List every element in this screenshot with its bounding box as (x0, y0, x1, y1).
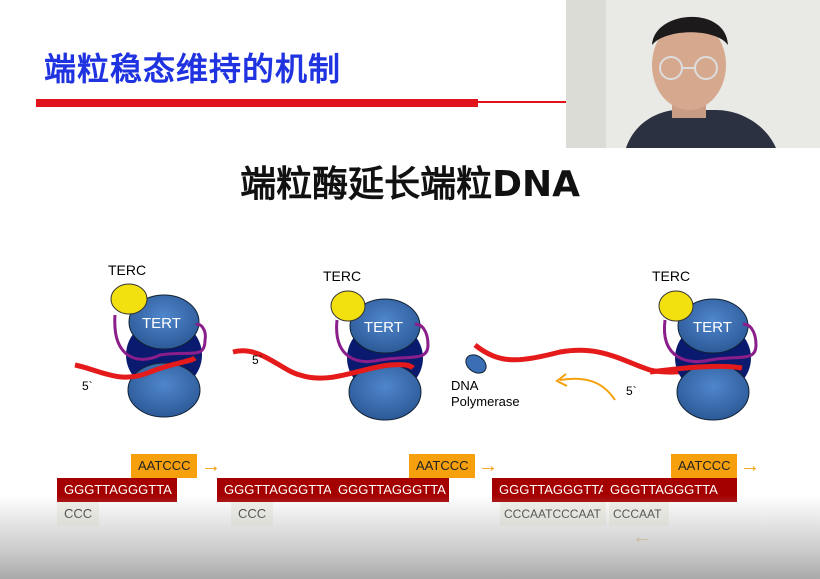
terc-rna (110, 283, 148, 315)
polymerase-label: DNA (451, 378, 479, 393)
complement-sequence-short: CCCAAT (609, 502, 669, 526)
webcam-video-feed[interactable] (566, 0, 820, 148)
telomere-repeat-new: GGGTTAGGGTTA (603, 478, 737, 502)
presenter-video (566, 0, 820, 148)
telomerase-complex-3: TERC TERT 5` (626, 268, 758, 421)
template-sequence: AATCCC (131, 454, 197, 478)
polymerase-label: Polymerase (451, 394, 520, 409)
title-underline (36, 99, 478, 107)
terc-label: TERC (108, 262, 146, 278)
title-underline-thin (478, 101, 568, 103)
five-prime-label: 5` (82, 379, 93, 393)
telomere-repeat: GGGTTAGGGTTA (217, 478, 332, 502)
tert-label: TERT (693, 319, 732, 336)
telomere-repeat: GGGTTAGGGTTA (492, 478, 607, 502)
terc-label: TERC (323, 268, 361, 284)
complement-sequence-long: CCCAATCCCAAT (500, 502, 606, 526)
slide-heading: 端粒酶延长端粒DNA (240, 164, 580, 205)
arrow-left-icon: ← (632, 526, 652, 548)
slide-title: 端粒稳态维持的机制 (44, 50, 342, 88)
telomerase-diagram: TERC TERT 5` TERC TERT 5` DNA Polymerase… (74, 262, 758, 421)
five-prime-label: 5` (626, 384, 637, 398)
arrow-right-icon: → (740, 455, 760, 477)
telomere-repeat-new: GGGTTAGGGTTA (331, 478, 449, 502)
telomerase-complex-2: TERC TERT 5` (232, 268, 430, 421)
complement-sequence: CCC (231, 502, 273, 526)
arrow-right-icon: → (478, 455, 498, 477)
terc-label: TERC (652, 268, 690, 284)
bottom-shade (0, 495, 820, 579)
telomere-repeat: GGGTTAGGGTTA (57, 478, 177, 502)
tert-label: TERT (142, 315, 181, 332)
tert-label: TERT (364, 319, 403, 336)
complement-sequence: CCC (57, 502, 99, 526)
dna-strand (74, 355, 197, 380)
template-sequence: AATCCC (671, 454, 737, 478)
arrow-right-icon: → (201, 455, 221, 477)
five-prime-label: 5` (252, 353, 263, 367)
telomerase-complex-1: TERC TERT 5` (74, 262, 207, 418)
template-sequence: AATCCC (409, 454, 475, 478)
